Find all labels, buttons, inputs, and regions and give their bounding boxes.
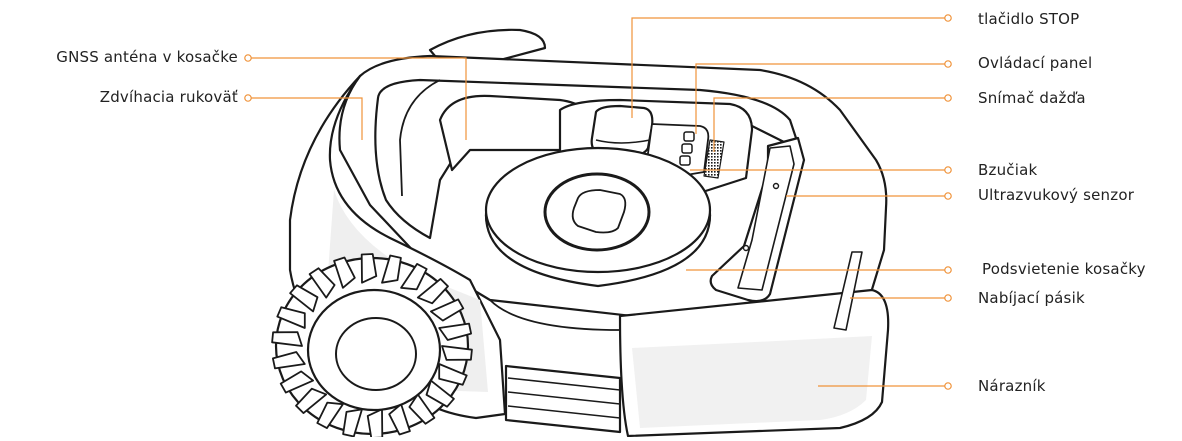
tread-lug [425,379,455,408]
ultrasonic-hole [772,182,780,190]
label-ultrasonic-sensor: Ultrazvukový senzor [978,186,1135,204]
tread-lug [360,253,378,284]
ultrasonic-hole-2 [742,244,750,252]
leader-stop [631,17,948,118]
leader-endpoint-4 [944,94,952,102]
lid-center-pad [571,189,627,234]
tread-lug [441,345,473,361]
panel-key-3 [679,155,691,166]
tread-lug [416,278,449,305]
tread-lug [308,267,336,299]
leader-gnss [248,57,467,140]
rear-hood-bump [428,28,547,64]
tread-lug [276,306,306,329]
bumper-shade [632,336,872,428]
panel-key-1 [683,131,695,142]
leader-endpoint-8 [944,294,952,302]
tread-lug [430,298,465,322]
tread-lug [408,393,436,425]
tread-lug [271,331,303,347]
leader-endpoint-1 [244,94,252,102]
ultrasonic-bar-front [737,145,795,291]
leader-endpoint-9 [944,382,952,390]
charging-strip [833,251,863,331]
tread-lug [333,256,356,289]
leader-endpoint-3 [944,60,952,68]
tread-lug [381,254,402,284]
leader-panel [695,63,948,134]
label-buzzer: Bzučiak [978,161,1038,179]
label-stop-button: tlačidlo STOP [978,10,1080,28]
tread-lug [295,387,328,414]
tread-lug [272,351,306,370]
label-gnss-antenna: GNSS anténa v kosačke [56,48,238,66]
panel-key-2 [681,143,693,154]
label-lift-handle: Zdvíhacia rukoväť [99,88,238,106]
leader-endpoint-0 [244,54,252,62]
label-mower-lighting: Podsvietenie kosačky [982,260,1146,278]
tread-lug [438,363,468,386]
tread-lug [316,401,344,429]
wheel-hub [335,317,417,391]
tread-lug [342,408,363,438]
tread-lug [279,370,314,394]
tread-lug [400,263,428,291]
leader-lines [248,17,948,387]
wheel [271,253,473,439]
leader-handle [248,97,363,140]
label-control-panel: Ovládací panel [978,54,1093,72]
front-grille [504,364,622,434]
tread-lug [388,403,411,436]
label-charging-strip: Nabíjací pásik [978,289,1085,307]
leader-endpoint-7 [944,266,952,274]
leader-endpoint-2 [944,14,952,22]
leader-endpoints [244,14,952,390]
leader-rain [713,97,948,152]
wheel-tread-lugs [271,253,473,439]
label-bumper: Nárazník [978,377,1046,395]
tread-lug [438,322,472,341]
tread-lug [289,284,319,313]
leader-endpoint-6 [944,192,952,200]
label-rain-sensor: Snímač dažďa [978,89,1086,107]
leader-endpoint-5 [944,166,952,174]
rain-sensor-grid [703,139,725,179]
